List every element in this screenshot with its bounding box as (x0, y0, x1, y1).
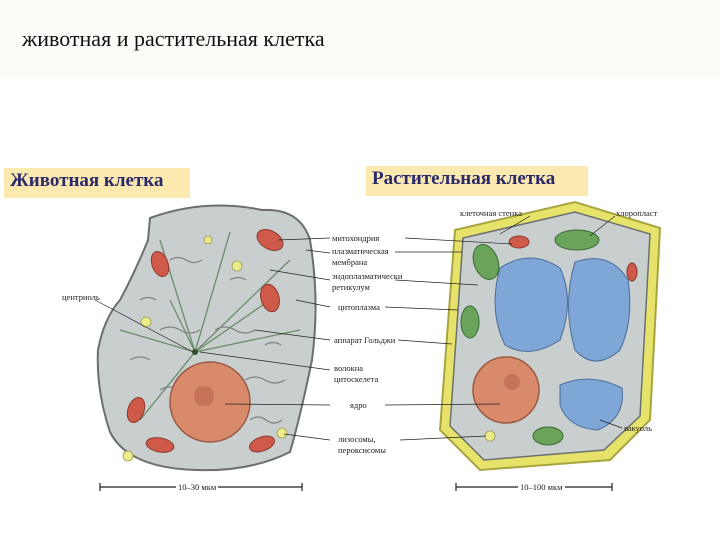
animal-scale-label: 10–30 мкм (176, 482, 219, 492)
label-cytoplasm: цитоплазма (338, 302, 380, 312)
animal-lysosomes (122, 235, 288, 462)
label-chloroplast: хлоропласт (616, 208, 658, 218)
label-cytoskeleton-1: волокна (334, 363, 364, 373)
plant-scale-label: 10–100 мкм (518, 482, 565, 492)
plant-mitochondria (508, 235, 638, 282)
plant-vacuole (494, 257, 631, 431)
plant-nucleus (472, 356, 540, 424)
label-golgi: аппарат Гольджи (334, 335, 396, 345)
page-title: животная и растительная клетка (22, 26, 325, 51)
plant-chloroplasts (460, 229, 600, 446)
label-plasma-membrane-1: плазматическая (332, 246, 389, 256)
animal-mitochondria (126, 229, 284, 453)
title-bar (0, 0, 720, 78)
animal-leader-lines (94, 237, 331, 441)
label-plasma-membrane-2: мембрана (332, 257, 368, 267)
animal-centriole (192, 349, 198, 355)
label-er-2: ретикулум (332, 282, 370, 292)
label-centriole: центриоль (62, 292, 100, 302)
plant-lysosome (484, 430, 496, 442)
label-cytoskeleton-2: цитоскелета (334, 374, 379, 384)
label-cell-wall: клеточная стенка (460, 208, 522, 218)
label-lysosomes-2: пероксисомы (338, 445, 387, 455)
label-nucleus: ядро (350, 400, 367, 410)
label-er-1: эндоплазматически (332, 271, 403, 281)
plant-leader-lines (384, 215, 623, 441)
label-lysosomes-1: лизосомы, (338, 434, 376, 444)
plant-cell-heading: Растительная клетка (366, 166, 588, 196)
label-mitochondria: митохондрия (332, 233, 380, 243)
label-vacuole: вакуоль (624, 423, 652, 433)
animal-cell-heading: Животная клетка (4, 168, 190, 198)
